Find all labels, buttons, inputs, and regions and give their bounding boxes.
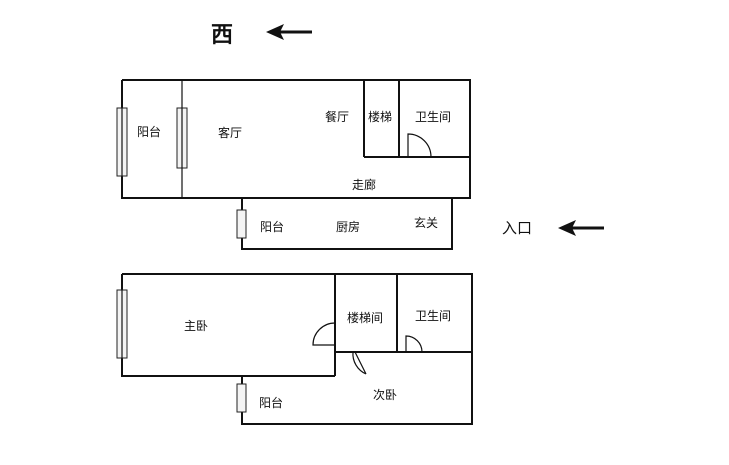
- room-label-balcony-lower: 阳台: [260, 219, 284, 234]
- room-label-stairwell: 楼梯间: [347, 310, 383, 325]
- room-label-foyer: 玄关: [414, 215, 438, 230]
- room-label-second-bedroom: 次卧: [373, 388, 397, 402]
- window-kitchen-balcony: [236, 209, 247, 239]
- room-label-dining-room: 餐厅: [325, 109, 349, 124]
- room-label-kitchen: 厨房: [336, 219, 360, 234]
- room-label-stairs: 楼梯: [368, 109, 392, 124]
- room-label-balcony: 阳台: [137, 124, 161, 139]
- room-label-corridor: 走廊: [352, 177, 376, 192]
- entrance-arrow-icon: [558, 220, 604, 236]
- entrance-label: 入口: [502, 219, 532, 237]
- room-label-balcony-bedroom: 阳台: [259, 395, 283, 410]
- upper-floor: 阳台 客厅 餐厅 楼梯 卫生间 走廊 阳台 厨房 玄关: [116, 79, 471, 250]
- window-lower-balcony: [236, 383, 247, 413]
- room-label-living-room: 客厅: [218, 125, 242, 140]
- room-label-bathroom-lower: 卫生间: [415, 309, 451, 323]
- lower-floor: 主卧 楼梯间 卫生间 阳台 次卧: [116, 273, 473, 425]
- room-label-bathroom: 卫生间: [415, 110, 451, 124]
- compass-west-label: 西: [211, 23, 233, 48]
- west-arrow-icon: [266, 24, 312, 40]
- room-label-master-bedroom: 主卧: [184, 319, 208, 333]
